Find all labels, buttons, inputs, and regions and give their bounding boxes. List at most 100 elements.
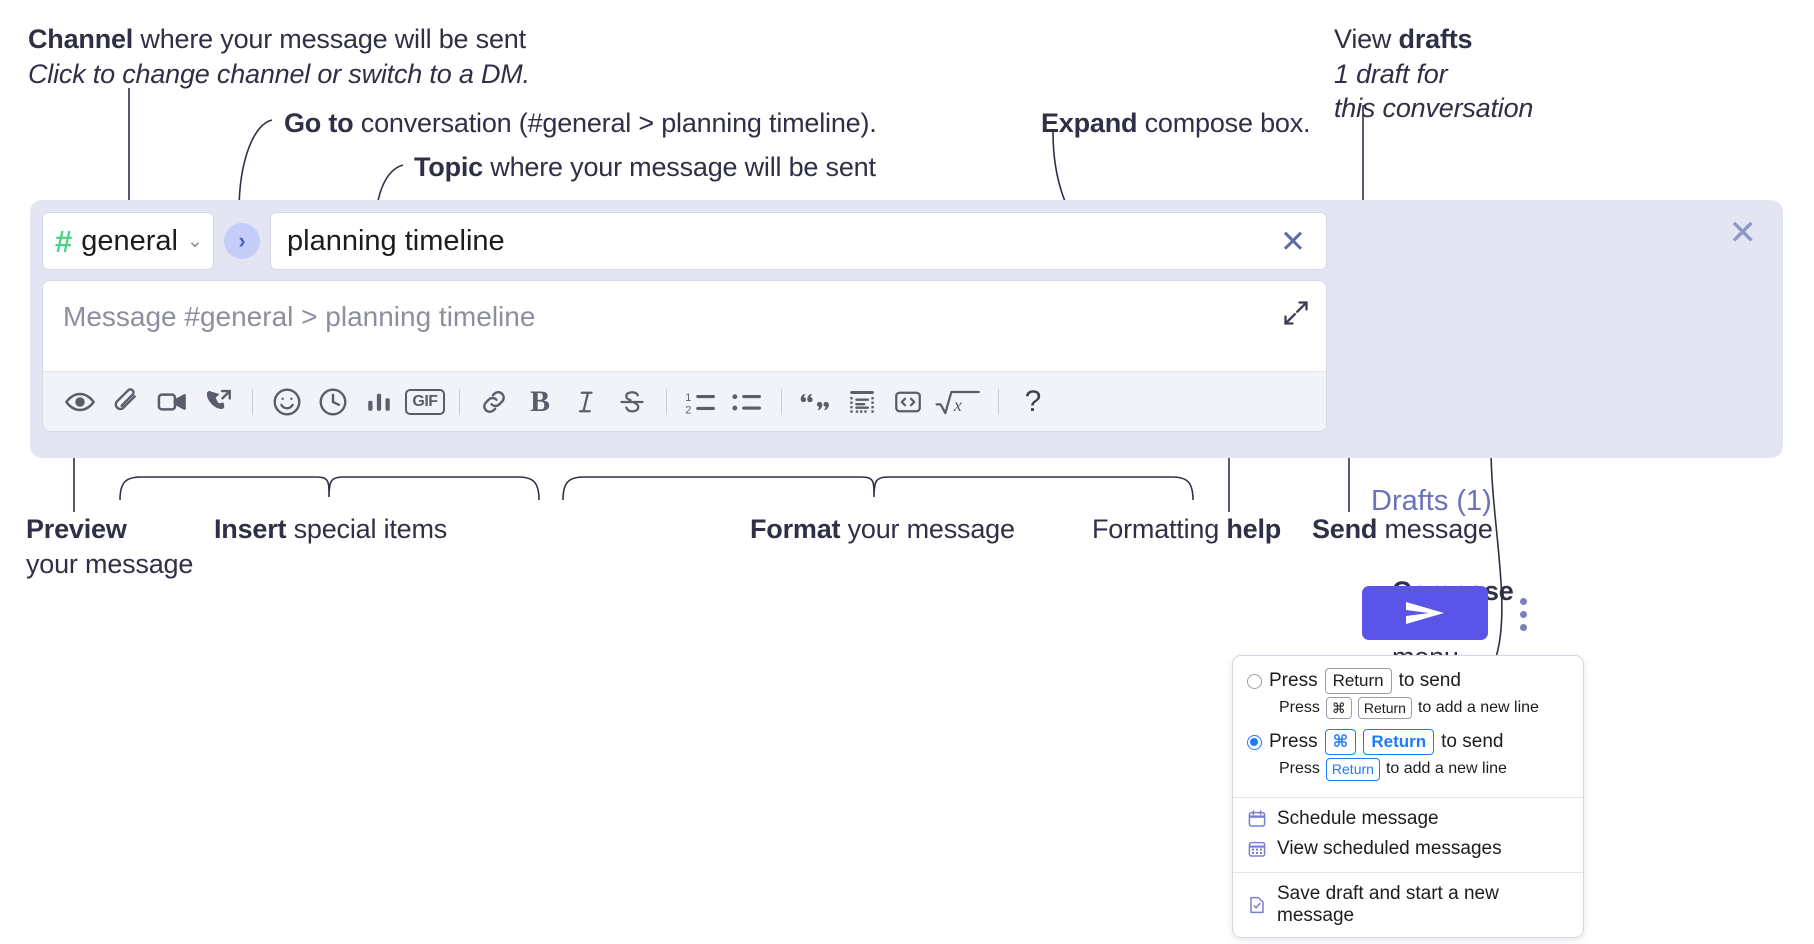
annotation-preview-bold: Preview [26,514,127,544]
chevron-right-icon: › [238,228,246,253]
drafts-link[interactable]: Drafts (1) [1371,485,1492,517]
menu-item-schedule-message[interactable]: Schedule message [1233,804,1583,834]
audio-call-icon[interactable] [195,380,241,424]
bold-label: B [529,384,550,418]
menu-divider [1233,796,1583,798]
compose-options-button[interactable] [1512,592,1534,636]
svg-text:1: 1 [685,391,691,403]
annotation-topic-rest: where your message will be sent [483,152,876,182]
annotation-drafts-sub1: 1 draft for [1334,58,1448,89]
save-draft-icon [1250,896,1264,913]
compose-widget: ✕ Drafts (1) # general ⌄ › planning time… [30,200,1783,640]
send-option-cmd-return[interactable]: Press ⌘ Return to send Press Return to a… [1233,727,1583,788]
annotation-topic-bold: Topic [414,152,483,182]
video-icon[interactable] [149,380,195,424]
emoji-icon[interactable] [264,380,310,424]
send-option-return[interactable]: Press Return to send Press ⌘ Return to a… [1233,666,1583,727]
svg-text:x: x [953,395,963,415]
calendar-grid-icon [1248,841,1266,857]
option1-post: to send [1398,670,1461,692]
annotation-help-bold: help [1226,514,1282,544]
annotation-drafts-bold: drafts [1398,24,1473,54]
menu-divider [1233,871,1583,873]
key-return: Return [1363,729,1435,756]
annotation-channel-rest: where your message will be sent [133,24,526,54]
svg-text:2: 2 [685,404,691,416]
option2-sub-pre: Press [1279,760,1320,778]
annotation-drafts-pre: View [1334,24,1399,54]
bulleted-list-icon[interactable] [724,380,770,424]
menu-item-label: View scheduled messages [1277,837,1502,859]
italic-icon[interactable] [563,380,609,424]
send-button[interactable] [1362,586,1488,640]
annotation-expand: Expand compose box. [1041,106,1311,141]
attachment-icon[interactable] [103,380,149,424]
channel-name: general [81,224,178,257]
compose-header-row: # general ⌄ › planning timeline ✕ [42,212,1327,270]
annotation-channel-sub: Click to change channel or switch to a D… [28,58,530,89]
key-return: Return [1357,697,1412,720]
annotation-insert-bold: Insert [214,514,287,544]
preview-icon[interactable] [57,380,103,424]
clear-topic-icon[interactable]: ✕ [1280,223,1306,259]
topic-value: planning timeline [287,224,505,257]
blockquote-icon[interactable] [793,380,839,424]
annotation-drafts: View drafts 1 draft for this conversatio… [1334,22,1533,126]
formatting-toolbar: GIF B [43,371,1326,431]
annotation-preview-sub: your message [26,548,194,579]
menu-item-view-scheduled-messages[interactable]: View scheduled messages [1233,834,1583,864]
link-icon[interactable] [471,380,517,424]
toolbar-separator [252,388,253,415]
message-input[interactable]: Message #general > planning timeline [42,280,1327,432]
gif-label: GIF [405,388,445,415]
menu-item-save-draft[interactable]: Save draft and start a new message [1233,879,1583,931]
hash-icon: # [55,223,73,259]
toolbar-separator [781,388,782,415]
key-return: Return [1324,668,1392,695]
expand-icon[interactable] [1282,299,1310,327]
gif-icon[interactable]: GIF [402,380,448,424]
formatting-help-icon[interactable]: ? [1010,380,1056,424]
calendar-icon [1248,809,1266,827]
send-icon [1406,602,1444,624]
annotation-send-bold: Send [1312,514,1378,544]
channel-selector[interactable]: # general ⌄ [42,212,214,270]
compose-options-menu: Press Return to send Press ⌘ Return to a… [1232,655,1584,938]
key-return: Return [1325,758,1380,781]
annotation-insert-rest: special items [286,514,448,544]
kebab-dot [1519,597,1527,605]
annotation-send: Send message [1312,512,1493,547]
help-label: ? [1024,384,1042,418]
topic-input[interactable]: planning timeline ✕ [270,212,1327,270]
strikethrough-icon[interactable] [609,380,655,424]
poll-icon[interactable] [356,380,402,424]
bold-icon[interactable]: B [517,380,563,424]
annotation-goto-rest: conversation (#general > planning timeli… [353,108,877,138]
radio-return[interactable] [1247,673,1262,689]
message-placeholder: Message #general > planning timeline [63,301,536,332]
kebab-dot [1519,610,1527,618]
option2-sub-post: to add a new line [1385,760,1507,778]
option1-sub-pre: Press [1279,699,1320,717]
annotation-format-bold: Format [750,514,841,544]
annotation-goto: Go to conversation (#general > planning … [284,106,877,141]
code-block-icon[interactable] [839,380,885,424]
close-icon[interactable]: ✕ [1728,214,1758,252]
annotation-formatting-help: Formatting help [1092,512,1281,547]
goto-conversation-button[interactable]: › [224,223,260,259]
annotation-insert: Insert special items [214,512,447,547]
annotation-expand-bold: Expand [1041,108,1138,138]
key-command: ⌘ [1324,729,1357,756]
annotation-goto-bold: Go to [284,108,354,138]
toolbar-separator [666,388,667,415]
clock-icon[interactable] [310,380,356,424]
inline-code-icon[interactable] [885,380,931,424]
menu-item-label: Schedule message [1277,807,1439,829]
equation-icon[interactable]: x [931,380,987,424]
option1-sub-post: to add a new line [1417,699,1539,717]
annotation-format-rest: your message [840,514,1015,544]
option2-post: to send [1441,731,1504,753]
annotation-expand-rest: compose box. [1137,108,1311,138]
radio-cmd-return[interactable] [1247,734,1262,750]
